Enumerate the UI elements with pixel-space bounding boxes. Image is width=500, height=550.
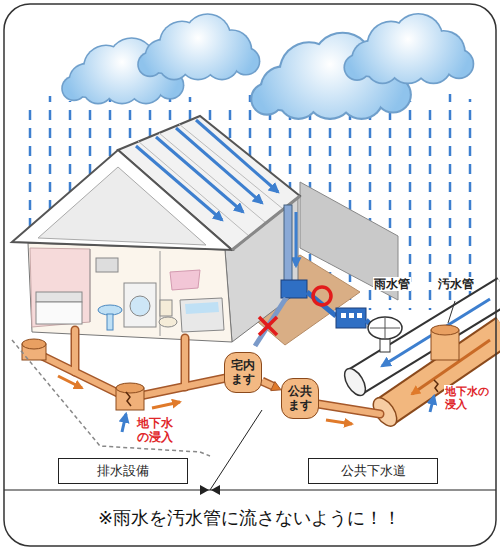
- house: [90, 249, 91, 322]
- manhole-label: 公共ます: [287, 384, 312, 413]
- arrow-head: [271, 382, 281, 391]
- house-drain-pipes: [58, 376, 352, 424]
- cloud: [343, 13, 474, 84]
- boundary-lines: [4, 340, 496, 495]
- house: [38, 167, 206, 245]
- house: [36, 292, 82, 302]
- boundary-lines: [4, 489, 496, 490]
- sewage-pipe: [369, 301, 500, 430]
- house-drain-pipes: [318, 404, 380, 414]
- house-drain-pipes: [58, 376, 82, 388]
- sewage-pipe: [448, 301, 455, 323]
- boundary-lines: [210, 410, 262, 490]
- raindrops: [429, 106, 432, 310]
- house: [185, 302, 219, 314]
- sewage-pipe: [430, 396, 434, 412]
- house-drain-pipes: [71, 330, 80, 372]
- area-label: 排水設備: [63, 463, 183, 479]
- house: [130, 296, 150, 316]
- house: [36, 302, 82, 324]
- boundary-lines: [211, 485, 220, 495]
- sewage-pipe: [385, 330, 500, 412]
- ok-ng-marks: [259, 287, 331, 335]
- downspout: [255, 205, 372, 346]
- roof-rain-arrows: [196, 120, 278, 192]
- sewage-pipe: [431, 325, 459, 335]
- pipe-outline: [262, 381, 274, 386]
- house-drain-pipes: [72, 330, 78, 372]
- house: [28, 243, 232, 342]
- downspout: [284, 205, 292, 281]
- house-drain-pipes: [116, 383, 144, 393]
- downspout: [336, 308, 366, 328]
- manhole: 宅内ます: [224, 352, 262, 393]
- boundary-lines: [200, 485, 209, 495]
- house: [96, 258, 118, 272]
- house: [170, 270, 200, 290]
- house-drain-pipes: [181, 338, 190, 387]
- warning-note: 地下水の浸入: [136, 416, 175, 445]
- area-box: 排水設備: [58, 458, 188, 484]
- caption: ※雨水を汚水管に流さないように！！: [98, 507, 401, 529]
- cloud: [137, 13, 260, 80]
- house: [159, 317, 177, 327]
- downspout: [281, 280, 307, 298]
- house: [12, 116, 300, 342]
- rain-pipe: [340, 365, 369, 399]
- pipe-fill: [262, 381, 274, 386]
- pipe-label: 汚水管: [437, 277, 475, 291]
- house: [160, 300, 172, 316]
- ok-ng-marks: [313, 287, 331, 305]
- house-drain-pipes: [326, 420, 352, 424]
- area-box: 公共下水道: [308, 458, 438, 484]
- ok-ng-marks: [259, 317, 277, 335]
- house-drain-pipes: [318, 404, 380, 414]
- raindrops: [349, 103, 352, 310]
- roof-rain-arrows: [136, 120, 296, 266]
- clouds: [61, 13, 474, 120]
- manhole: 公共ます: [281, 378, 319, 419]
- frame: [4, 4, 496, 546]
- house-drain-pipes: [34, 330, 380, 414]
- manhole-label: 宅内ます: [230, 358, 255, 387]
- roof-rain-arrows: [295, 212, 298, 266]
- house-drain-pipes: [152, 402, 180, 408]
- house: [30, 248, 90, 327]
- house-drain-pipes: [182, 338, 188, 387]
- house-drain-pipes: [34, 352, 128, 398]
- rain-pipe: [368, 317, 402, 339]
- house-drain-pipes: [122, 414, 126, 432]
- house: [124, 283, 156, 327]
- house: [107, 314, 113, 330]
- sewage-pipe: [434, 380, 438, 392]
- ok-ng-marks: [259, 317, 277, 335]
- sewage-pipe: [385, 330, 500, 412]
- pipe-label: 雨水管: [373, 277, 411, 291]
- downspout: [255, 298, 286, 346]
- house-drain-pipes: [126, 392, 131, 406]
- area-label: 公共下水道: [313, 463, 433, 479]
- warning-note: 地下水の浸入: [444, 385, 491, 411]
- house-drain-pipes: [34, 330, 380, 414]
- drain-pipe-connector: [262, 381, 281, 390]
- downspout: [349, 313, 354, 318]
- house: [180, 298, 224, 332]
- downspout: [357, 313, 362, 318]
- house-drain-pipes: [34, 352, 128, 398]
- house-drain-pipes: [22, 339, 46, 349]
- boundary-lines: [12, 340, 210, 456]
- downspout: [341, 313, 346, 318]
- rain-pipe: [385, 318, 386, 338]
